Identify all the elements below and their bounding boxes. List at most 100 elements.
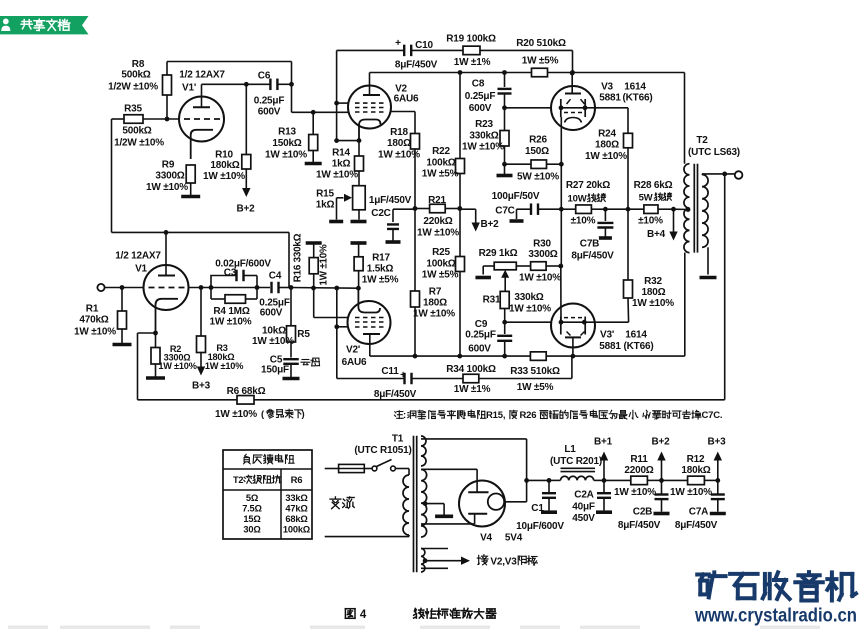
svg-text:1W ±5%: 1W ±5% — [422, 270, 459, 281]
svg-text:R29 1kΩ: R29 1kΩ — [479, 248, 518, 259]
svg-text:R27 20kΩ: R27 20kΩ — [566, 180, 610, 191]
svg-text:150μF: 150μF — [261, 365, 289, 376]
svg-text:R10: R10 — [215, 150, 233, 161]
svg-text:B+3: B+3 — [707, 437, 726, 448]
svg-text:1W ±10%: 1W ±10% — [74, 327, 116, 338]
svg-text:(: ( — [261, 409, 265, 420]
svg-text:500kΩ: 500kΩ — [122, 126, 151, 137]
svg-text:5881: 5881 — [599, 93, 621, 104]
svg-text:0.02μF/600V: 0.02μF/600V — [215, 259, 271, 270]
svg-text:C7B: C7B — [580, 239, 599, 250]
svg-text:10μF/600V: 10μF/600V — [516, 521, 564, 532]
svg-text:(UTC R201): (UTC R201) — [550, 456, 602, 467]
svg-text:B+2: B+2 — [651, 437, 670, 448]
svg-text:0.25μF: 0.25μF — [259, 298, 290, 309]
svg-text:600V: 600V — [258, 107, 281, 118]
svg-text:1kΩ: 1kΩ — [332, 159, 351, 170]
svg-text:+: + — [400, 370, 406, 381]
svg-text:1W ±10%: 1W ±10% — [670, 487, 712, 498]
svg-text:8μF/450V: 8μF/450V — [618, 520, 661, 531]
svg-text:C2C: C2C — [371, 208, 390, 219]
svg-text:1W ±10%: 1W ±10% — [519, 273, 561, 284]
svg-text:R26: R26 — [529, 135, 547, 146]
svg-text:R13: R13 — [278, 127, 296, 138]
svg-text:3300Ω: 3300Ω — [528, 249, 557, 260]
svg-text:(UTC R1051): (UTC R1051) — [354, 445, 411, 456]
svg-text:C7A: C7A — [689, 507, 708, 518]
svg-text:100kΩ: 100kΩ — [283, 524, 311, 534]
svg-text:R28 6kΩ: R28 6kΩ — [634, 180, 673, 191]
svg-text:5W ±10%: 5W ±10% — [517, 172, 559, 183]
svg-text:R1: R1 — [86, 304, 99, 315]
svg-text:C9: C9 — [475, 319, 488, 330]
svg-text:T2: T2 — [233, 475, 243, 485]
svg-text:±10%: ±10% — [638, 216, 663, 227]
svg-text:1W ±10%: 1W ±10% — [413, 309, 455, 320]
svg-text:R25: R25 — [432, 247, 450, 258]
svg-text:C11: C11 — [381, 366, 399, 377]
svg-text:1614: 1614 — [624, 82, 646, 93]
svg-text:5Ω: 5Ω — [246, 493, 259, 503]
svg-text:1W ±10%: 1W ±10% — [265, 150, 307, 161]
svg-text:2200Ω: 2200Ω — [624, 465, 653, 476]
svg-text:R33 510kΩ: R33 510kΩ — [510, 366, 560, 377]
svg-text:C7C: C7C — [495, 206, 514, 217]
svg-text:1/2 12AX7: 1/2 12AX7 — [179, 70, 225, 81]
svg-text:R17: R17 — [372, 253, 390, 264]
svg-text:180kΩ: 180kΩ — [208, 352, 235, 362]
svg-text:1W ±10%: 1W ±10% — [417, 228, 459, 239]
svg-text:R32: R32 — [644, 276, 662, 287]
svg-text:180Ω: 180Ω — [387, 138, 411, 149]
svg-text:1.5kΩ: 1.5kΩ — [367, 264, 394, 275]
svg-text:68kΩ: 68kΩ — [285, 514, 308, 524]
svg-text:1W ±10%: 1W ±10% — [215, 409, 257, 420]
svg-text:1614: 1614 — [625, 330, 647, 341]
svg-text:R35: R35 — [124, 104, 142, 115]
svg-text:±10%: ±10% — [571, 216, 596, 227]
svg-text:R12: R12 — [687, 454, 705, 465]
svg-text:1W ±10%: 1W ±10% — [146, 182, 188, 193]
svg-text:1W ±5%: 1W ±5% — [517, 382, 554, 393]
svg-text:B+2: B+2 — [236, 204, 255, 215]
svg-text:B+3: B+3 — [192, 381, 211, 392]
svg-text:1W ±10%: 1W ±10% — [462, 142, 504, 153]
svg-text:470kΩ: 470kΩ — [79, 315, 108, 326]
svg-text:C3: C3 — [224, 268, 237, 279]
svg-text:R26: R26 — [520, 410, 537, 421]
svg-text:0.25μF: 0.25μF — [465, 330, 496, 341]
svg-text:R14: R14 — [332, 148, 350, 159]
svg-text:1W ±10%: 1W ±10% — [205, 361, 243, 371]
svg-text:450V: 450V — [572, 513, 595, 524]
svg-text:B+2: B+2 — [480, 219, 499, 230]
svg-text::: : — [403, 410, 406, 421]
svg-text:3300Ω: 3300Ω — [155, 171, 184, 182]
svg-text:150kΩ: 150kΩ — [272, 138, 301, 149]
svg-text:V2: V2 — [395, 84, 407, 95]
svg-text:C6: C6 — [258, 71, 271, 82]
svg-text:R6 68kΩ: R6 68kΩ — [227, 386, 266, 397]
svg-text:R2: R2 — [170, 344, 181, 354]
svg-text:R3: R3 — [216, 343, 227, 353]
svg-text:R18: R18 — [390, 127, 408, 138]
svg-text:1W ±10%: 1W ±10% — [632, 298, 674, 309]
svg-text:V1: V1 — [135, 264, 147, 275]
svg-text:www.crystalradio.cn: www.crystalradio.cn — [694, 605, 857, 627]
svg-text:6AU6: 6AU6 — [394, 94, 419, 105]
svg-text:R24: R24 — [598, 129, 616, 140]
svg-text:R15: R15 — [316, 189, 334, 200]
svg-text:C1: C1 — [531, 503, 544, 514]
svg-text:R34 100kΩ: R34 100kΩ — [446, 364, 496, 375]
svg-text:(UTC LS63): (UTC LS63) — [688, 147, 740, 158]
svg-text:5V4: 5V4 — [505, 533, 523, 544]
svg-text:330kΩ: 330kΩ — [469, 131, 498, 142]
svg-text:5W: 5W — [639, 192, 653, 203]
svg-text:R21: R21 — [428, 195, 446, 206]
svg-text:600V: 600V — [468, 344, 491, 355]
svg-text:(KT66): (KT66) — [623, 93, 653, 104]
svg-text:R5: R5 — [297, 329, 310, 340]
svg-text:V2': V2' — [346, 345, 360, 356]
svg-text:10W: 10W — [568, 193, 587, 204]
svg-text:5881: 5881 — [599, 341, 621, 352]
svg-text:1W ±10%: 1W ±10% — [614, 487, 656, 498]
svg-text:150Ω: 150Ω — [525, 146, 549, 157]
